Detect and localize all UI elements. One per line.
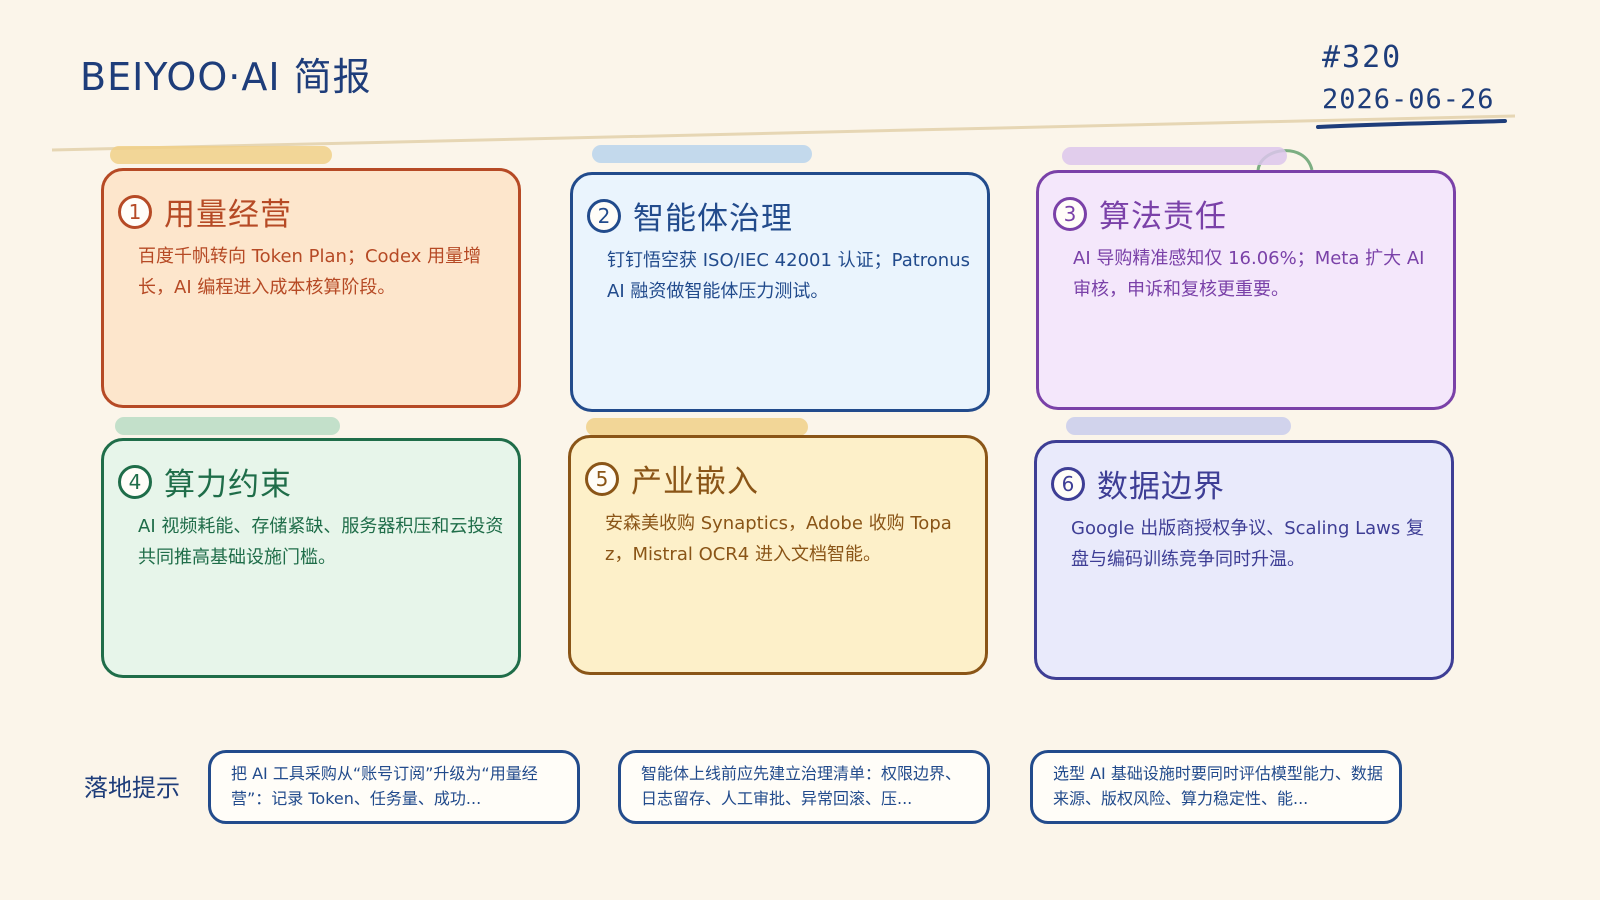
card-number-badge: 6 — [1051, 466, 1085, 501]
brief-title: BEIYOO·AI 简报 — [80, 55, 372, 99]
card-title: 数据边界 — [1097, 469, 1225, 505]
card-summary: Google 出版商授权争议、Scaling Laws 复盘与编码训练竞争同时升… — [1071, 518, 1424, 570]
topic-card-data-boundaries: 6 数据边界 Google 出版商授权争议、Scaling Laws 复盘与编码… — [1034, 440, 1454, 680]
card-summary: 钉钉悟空获 ISO/IEC 42001 认证；Patronus AI 融资做智能… — [607, 250, 970, 302]
card-title: 算力约束 — [164, 467, 292, 503]
topic-card-usage: 1 用量经营 百度千帆转向 Token Plan；Codex 用量增长，AI 编… — [101, 168, 521, 408]
issue-number: #320 — [1322, 40, 1403, 75]
card-summary: AI 导购精准感知仅 16.06%；Meta 扩大 AI 审核，申诉和复核更重要… — [1073, 248, 1425, 300]
card-number-badge: 3 — [1053, 196, 1087, 231]
topic-card-industry-embedding: 5 产业嵌入 安森美收购 Synaptics，Adobe 收购 Topaz，Mi… — [568, 435, 988, 675]
card-number-badge: 4 — [118, 464, 152, 499]
tip-box[interactable]: 智能体上线前应先建立治理清单：权限边界、日志留存、人工审批、异常回滚、压... — [618, 750, 990, 824]
tape-decoration — [1062, 147, 1287, 165]
tape-decoration — [110, 146, 332, 164]
topic-card-algorithm-responsibility: 3 算法责任 AI 导购精准感知仅 16.06%；Meta 扩大 AI 审核，申… — [1036, 170, 1456, 410]
card-title: 智能体治理 — [633, 201, 793, 237]
tape-decoration — [586, 418, 808, 436]
card-summary: AI 视频耗能、存储紧缺、服务器积压和云投资共同推高基础设施门槛。 — [138, 516, 504, 568]
tip-box[interactable]: 选型 AI 基础设施时要同时评估模型能力、数据来源、版权风险、算力稳定性、能..… — [1030, 750, 1402, 824]
issue-date: 2026-06-26 — [1322, 84, 1495, 115]
tape-decoration — [592, 145, 812, 163]
card-summary: 安森美收购 Synaptics，Adobe 收购 Topaz，Mistral O… — [605, 513, 952, 565]
tape-decoration — [1066, 417, 1291, 435]
topic-card-compute-constraints: 4 算力约束 AI 视频耗能、存储紧缺、服务器积压和云投资共同推高基础设施门槛。 — [101, 438, 521, 678]
tape-decoration — [115, 417, 340, 435]
topic-card-agent-governance: 2 智能体治理 钉钉悟空获 ISO/IEC 42001 认证；Patronus … — [570, 172, 990, 412]
tip-text: 智能体上线前应先建立治理清单：权限边界、日志留存、人工审批、异常回滚、压... — [641, 764, 962, 808]
tip-text: 选型 AI 基础设施时要同时评估模型能力、数据来源、版权风险、算力稳定性、能..… — [1053, 764, 1383, 808]
card-number-badge: 2 — [587, 198, 621, 233]
tips-label: 落地提示 — [84, 774, 180, 802]
card-title: 算法责任 — [1099, 199, 1227, 235]
tip-text: 把 AI 工具采购从“账号订阅”升级为“用量经营”：记录 Token、任务量、成… — [231, 764, 538, 808]
tip-box[interactable]: 把 AI 工具采购从“账号订阅”升级为“用量经营”：记录 Token、任务量、成… — [208, 750, 580, 824]
card-title: 用量经营 — [164, 197, 292, 233]
card-title: 产业嵌入 — [631, 464, 759, 500]
card-number-badge: 1 — [118, 194, 152, 229]
card-number-badge: 5 — [585, 461, 619, 496]
card-summary: 百度千帆转向 Token Plan；Codex 用量增长，AI 编程进入成本核算… — [138, 246, 482, 298]
